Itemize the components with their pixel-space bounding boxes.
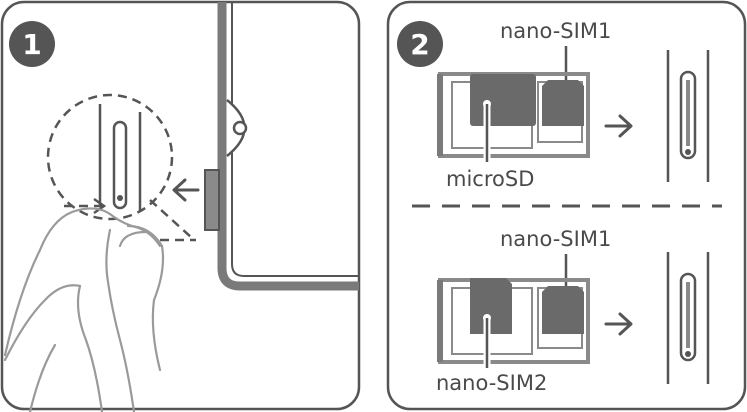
label-nano-sim1-bottom: nano-SIM1 (500, 227, 611, 251)
nano-sim1-card-bottom (542, 286, 584, 334)
step-badge-1: 1 (9, 21, 55, 67)
nano-sim1-card-top (542, 80, 584, 126)
step-number-2: 2 (410, 28, 429, 61)
side-tray (205, 170, 219, 230)
label-microsd: microSD (446, 167, 534, 191)
label-nano-sim1-top: nano-SIM1 (500, 19, 611, 43)
microsd-card (470, 74, 536, 126)
panel-1-frame (2, 2, 359, 409)
step-badge-2: 2 (397, 21, 443, 67)
panel-step-2: 2 nano-SIM1 microSD (388, 2, 745, 409)
label-nano-sim2: nano-SIM2 (436, 371, 547, 395)
pin-hole (234, 122, 246, 134)
panel-step-1: 1 (2, 2, 359, 412)
nano-sim2-card (470, 278, 512, 334)
step-number-1: 1 (22, 28, 41, 61)
